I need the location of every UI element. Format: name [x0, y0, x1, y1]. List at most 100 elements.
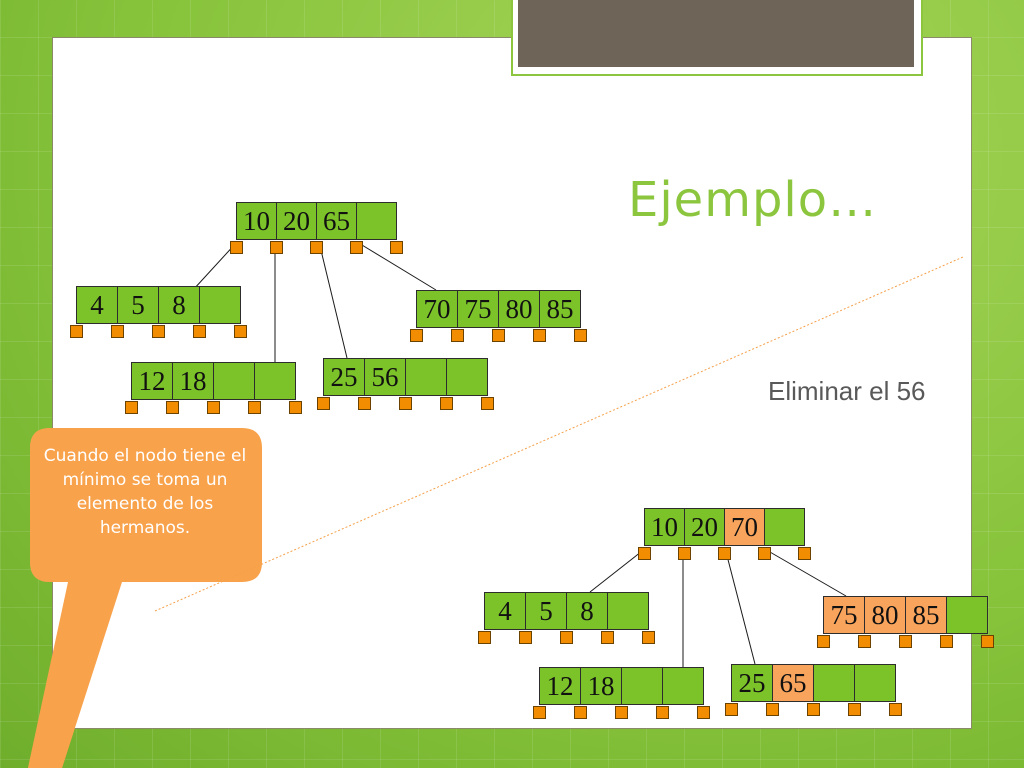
before-root-empty-slot: [356, 202, 397, 240]
before-child-4-key-75: 75: [457, 290, 499, 328]
after-child-3-pointer: [889, 703, 902, 716]
before-child-2-pointer: [207, 401, 220, 414]
after-child-3-key-65: 65: [772, 664, 814, 702]
before-child-4-pointer: [574, 329, 587, 342]
before-child-1-pointer: [111, 325, 124, 338]
before-child-3-pointer: [481, 397, 494, 410]
after-root-empty-slot: [764, 508, 805, 546]
before-child-2-pointer: [248, 401, 261, 414]
after-child-3-pointer: [807, 703, 820, 716]
before-child-4-pointer: [492, 329, 505, 342]
after-root-key-10: 10: [644, 508, 685, 546]
before-child-4-key-85: 85: [539, 290, 581, 328]
after-child-1-key-4: 4: [484, 592, 526, 630]
before-child-2-pointer: [125, 401, 138, 414]
before-child-3-pointer: [440, 397, 453, 410]
before-root-key-10: 10: [236, 202, 277, 240]
before-child-2-key-18: 18: [172, 362, 214, 400]
before-child-3-key-25: 25: [323, 358, 365, 396]
after-root-pointer: [758, 547, 771, 560]
before-child-4-key-70: 70: [416, 290, 458, 328]
before-root-key-20: 20: [276, 202, 317, 240]
before-root-pointer: [310, 241, 323, 254]
after-child-3-pointer: [725, 703, 738, 716]
after-child-4-pointer: [940, 635, 953, 648]
after-child-2-pointer: [615, 706, 628, 719]
after-child-4-key-75: 75: [823, 596, 865, 634]
after-child-4-pointer: [817, 635, 830, 648]
slide-title: Ejemplo…: [628, 172, 878, 228]
after-child-2-key-12: 12: [539, 667, 581, 705]
before-child-1-pointer: [234, 325, 247, 338]
after-child-3-empty-slot: [813, 664, 855, 702]
after-child-1-pointer: [560, 631, 573, 644]
after-child-4-key-85: 85: [905, 596, 947, 634]
callout-text: Cuando el nodo tiene el mínimo se toma u…: [43, 446, 247, 538]
after-child-2-pointer: [697, 706, 710, 719]
after-child-2-empty-slot: [662, 667, 704, 705]
before-child-2-pointer: [166, 401, 179, 414]
before-child-2-empty-slot: [213, 362, 255, 400]
before-child-1-key-8: 8: [158, 286, 200, 324]
slide-subtitle: Eliminar el 56: [768, 376, 926, 406]
title-bar: [518, 0, 914, 67]
after-edge: [724, 547, 756, 665]
after-root-pointer: [798, 547, 811, 560]
after-edge: [589, 547, 647, 593]
before-child-1-pointer: [193, 325, 206, 338]
before-edge: [356, 241, 437, 291]
after-child-4-pointer: [899, 635, 912, 648]
after-edge: [762, 547, 847, 597]
before-child-1-key-5: 5: [117, 286, 159, 324]
before-root-pointer: [390, 241, 403, 254]
before-child-4-pointer: [410, 329, 423, 342]
before-root-pointer: [350, 241, 363, 254]
after-child-3-empty-slot: [854, 664, 896, 702]
after-child-2-pointer: [574, 706, 587, 719]
before-child-4-pointer: [533, 329, 546, 342]
before-child-3-empty-slot: [446, 358, 488, 396]
before-child-1-empty-slot: [199, 286, 241, 324]
after-child-4-pointer: [858, 635, 871, 648]
before-child-3-key-56: 56: [364, 358, 406, 396]
before-child-1-pointer: [152, 325, 165, 338]
after-child-1-pointer: [601, 631, 614, 644]
before-child-2-key-12: 12: [131, 362, 173, 400]
after-root-pointer: [718, 547, 731, 560]
after-child-1-pointer: [519, 631, 532, 644]
after-child-3-pointer: [848, 703, 861, 716]
after-child-1-key-8: 8: [566, 592, 608, 630]
after-child-1-pointer: [642, 631, 655, 644]
before-root-pointer: [230, 241, 243, 254]
after-child-3-key-25: 25: [731, 664, 773, 702]
before-child-1-pointer: [70, 325, 83, 338]
before-child-2-pointer: [289, 401, 302, 414]
before-child-4-pointer: [451, 329, 464, 342]
before-child-3-pointer: [399, 397, 412, 410]
after-root-pointer: [638, 547, 651, 560]
before-edge: [192, 241, 238, 291]
after-child-3-pointer: [766, 703, 779, 716]
after-child-4-key-80: 80: [864, 596, 906, 634]
after-child-4-empty-slot: [946, 596, 988, 634]
before-child-2-empty-slot: [254, 362, 296, 400]
before-root-key-65: 65: [316, 202, 357, 240]
after-root-key-70: 70: [724, 508, 765, 546]
before-child-1-key-4: 4: [76, 286, 118, 324]
after-child-4-pointer: [981, 635, 994, 648]
after-child-1-empty-slot: [607, 592, 649, 630]
before-child-3-pointer: [317, 397, 330, 410]
after-root-pointer: [678, 547, 691, 560]
before-root-pointer: [270, 241, 283, 254]
after-child-1-key-5: 5: [525, 592, 567, 630]
before-child-3-empty-slot: [405, 358, 447, 396]
after-child-2-pointer: [533, 706, 546, 719]
after-root-key-20: 20: [684, 508, 725, 546]
after-child-2-pointer: [656, 706, 669, 719]
after-child-2-empty-slot: [621, 667, 663, 705]
after-child-2-key-18: 18: [580, 667, 622, 705]
before-child-4-key-80: 80: [498, 290, 540, 328]
